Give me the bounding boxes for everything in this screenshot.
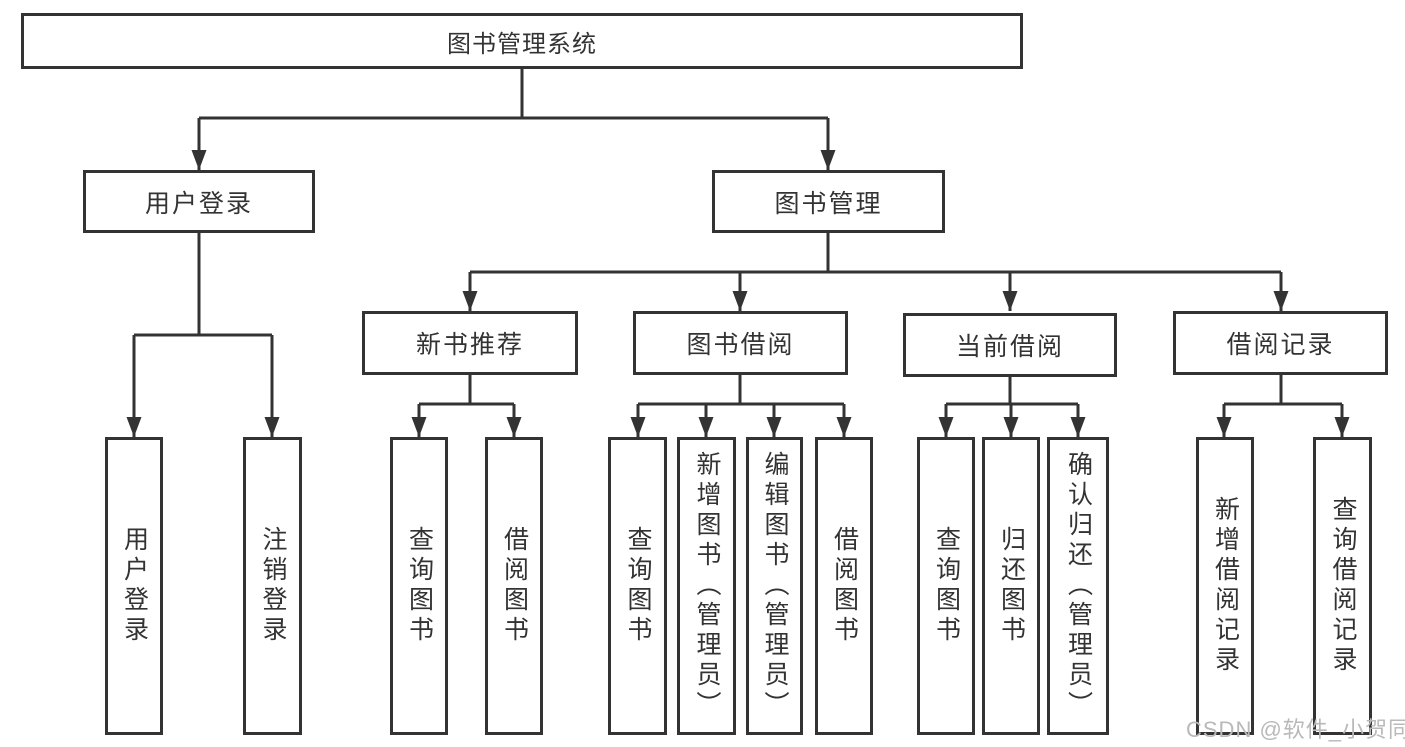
node-cb-return-books: 归还图书 [982,437,1040,735]
node-user-login-action: 用户登录 [105,437,163,735]
node-bb-borrow-books: 借阅图书 [815,437,873,735]
node-root: 图书管理系统 [21,13,1023,69]
arrowhead-bb-add-books [698,417,714,437]
node-cb-query-books: 查询图书 [917,437,975,735]
node-bb-query-books: 查询图书 [608,437,667,735]
connector-root-to-level1 [197,69,830,170]
arrowhead-br-add-record [1216,417,1232,437]
node-nbr-borrow-books: 借阅图书 [485,437,543,735]
arrowhead-logout-action [264,417,280,437]
arrowhead-br-query-record [1334,417,1350,437]
arrowhead-book-borrowing [732,291,748,311]
node-borrow-records: 借阅记录 [1173,311,1388,375]
connector-borrow-records-children [1222,375,1344,437]
node-cb-confirm-return: 确认归还（管理员） [1047,437,1109,735]
arrowhead-cb-return-books [1003,417,1019,437]
arrowhead-current-borrowing [1002,291,1018,311]
node-new-book-recommend: 新书推荐 [362,311,578,375]
arrowhead-nbr-query-books [411,417,427,437]
arrowhead-cb-confirm-return [1070,417,1086,437]
node-book-borrowing: 图书借阅 [633,311,848,375]
connector-user-login-children [132,233,274,437]
node-br-add-record: 新增借阅记录 [1196,437,1254,735]
connector-book-management-children [468,233,1283,311]
node-book-management: 图书管理 [712,170,945,233]
node-logout-action: 注销登录 [243,437,302,735]
node-user-login: 用户登录 [83,170,315,233]
arrowhead-user-login [191,150,207,170]
node-bb-edit-books: 编辑图书（管理员） [746,437,803,735]
arrowhead-bb-edit-books [766,417,782,437]
arrowhead-nbr-borrow-books [506,417,522,437]
node-current-borrowing: 当前借阅 [903,313,1117,377]
arrowhead-bb-query-books [630,417,646,437]
arrowhead-new-book-recommend [462,291,478,311]
connector-book-borrowing-children [636,375,846,437]
watermark: CSDN @软件_小贺同学 [1186,717,1405,742]
connector-new-book-recommend-children [417,375,516,437]
node-bb-add-books: 新增图书（管理员） [677,437,736,735]
arrowhead-book-management [820,150,836,170]
node-nbr-query-books: 查询图书 [390,437,448,735]
arrowhead-bb-borrow-books [836,417,852,437]
node-br-query-record: 查询借阅记录 [1313,437,1372,735]
arrowhead-borrow-records [1273,291,1289,311]
arrowhead-user-login-action [126,417,142,437]
arrowhead-cb-query-books [938,417,954,437]
